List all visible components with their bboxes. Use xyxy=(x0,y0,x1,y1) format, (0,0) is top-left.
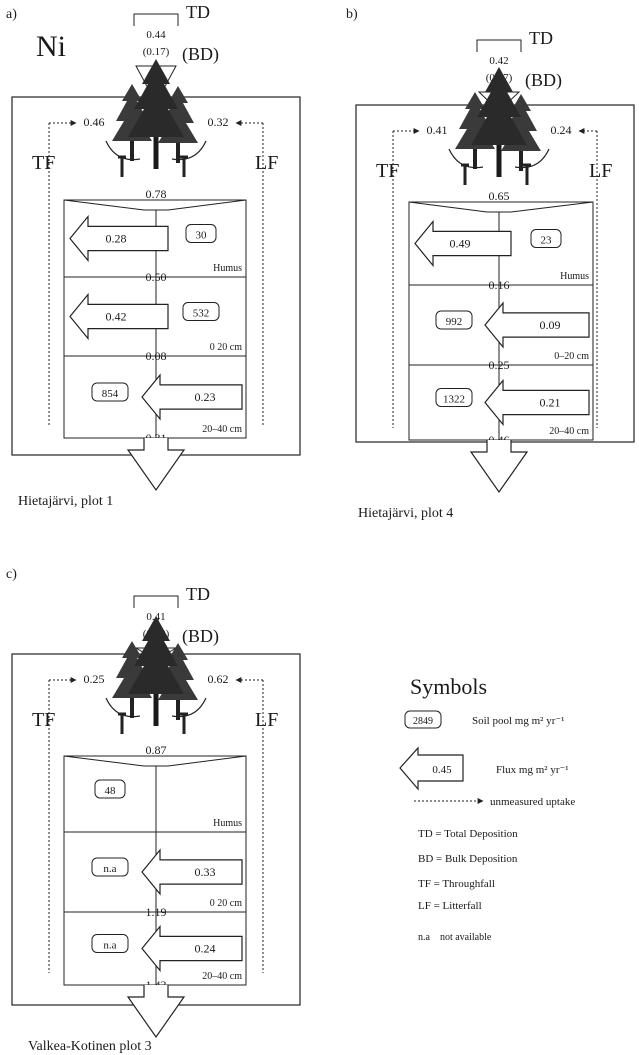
lf-label: LF xyxy=(255,709,278,731)
panel-label: c) xyxy=(6,567,17,582)
tf-value: 0.46 xyxy=(84,115,105,129)
tf-collector-icon xyxy=(118,157,126,177)
element-name: Ni xyxy=(36,30,66,63)
soil-pool-value: 992 xyxy=(446,316,463,328)
site-name: Valkea-Kotinen plot 3 xyxy=(28,1039,152,1054)
soil-pool-value: n.a xyxy=(103,863,116,875)
panel-label: a) xyxy=(6,7,17,22)
layer-name: 20–40 cm xyxy=(549,426,589,437)
flux-arrow xyxy=(485,303,589,347)
canopy-out-value: 0.78 xyxy=(146,187,167,201)
flux-value: 0.42 xyxy=(106,310,127,324)
canopy-funnel xyxy=(64,756,246,766)
flux-arrow xyxy=(142,375,242,419)
soil-pool-value: 532 xyxy=(193,308,210,320)
layer-name: 20–40 cm xyxy=(202,424,242,435)
legend-flux-value: 0.45 xyxy=(432,764,452,776)
diagram-a: a) TD 0.44 (0.17) (BD) TF LF 0.46 0.32 0.78 30 0.28… xyxy=(6,2,300,509)
flux-arrow xyxy=(142,850,242,894)
legend-def-tf: TF = Throughfall xyxy=(418,878,495,890)
legend-def-td: TD = Total Deposition xyxy=(418,828,518,840)
flux-value: 0.33 xyxy=(195,865,216,879)
td-value: 0.44 xyxy=(146,29,166,41)
soil-pool-value: 1322 xyxy=(443,394,465,406)
leaching-arrow xyxy=(128,438,184,490)
td-label: TD xyxy=(529,28,553,48)
layer-name: 0 20 cm xyxy=(210,342,242,353)
flux-value: 0.49 xyxy=(450,237,471,251)
td-value: 0.42 xyxy=(489,55,508,67)
soil-pool-value: n.a xyxy=(103,940,116,952)
bd-label: (BD) xyxy=(525,70,562,91)
site-name: Hietajärvi, plot 4 xyxy=(358,506,453,521)
legend-unmeasured-text: unmeasured uptake xyxy=(490,796,575,808)
canopy-funnel xyxy=(409,202,593,212)
flux-value: 0.24 xyxy=(195,942,216,956)
tf-label: TF xyxy=(32,152,55,174)
leaching-arrow xyxy=(128,985,184,1037)
bd-value: (0.17) xyxy=(143,46,170,58)
tf-label: TF xyxy=(32,709,55,731)
flux-arrow xyxy=(142,927,242,971)
flux-value: 0.21 xyxy=(540,396,561,410)
tf-value: 0.25 xyxy=(84,672,105,686)
td-label: TD xyxy=(186,584,210,604)
soil-pool-value: 48 xyxy=(105,785,117,797)
flux-value: 0.23 xyxy=(195,390,216,404)
legend-def-lf: LF = Litterfall xyxy=(418,900,482,912)
lf-value: 0.24 xyxy=(551,123,572,137)
td-bracket xyxy=(134,14,178,26)
layer-name: Humus xyxy=(213,818,242,829)
canopy-out-value: 0.65 xyxy=(489,189,510,203)
tf-label: TF xyxy=(376,160,399,182)
bd-label: (BD) xyxy=(182,44,219,65)
tf-value: 0.41 xyxy=(427,123,448,137)
lf-label: LF xyxy=(589,160,612,182)
lf-value: 0.32 xyxy=(208,115,229,129)
lf-value: 0.62 xyxy=(208,672,229,686)
bd-label: (BD) xyxy=(182,626,219,647)
legend-def-na: n.a not available xyxy=(418,932,492,943)
flux-value: 0.28 xyxy=(106,232,127,246)
soil-pool-value: 30 xyxy=(196,230,208,242)
td-bracket xyxy=(477,40,521,52)
tf-collector-icon xyxy=(461,165,469,185)
layer-name: 0–20 cm xyxy=(554,351,589,362)
layer-name: 0 20 cm xyxy=(210,898,242,909)
soil-pool-value: 854 xyxy=(102,388,119,400)
symbols-legend: Symbols 2849 Soil pool mg m² yr⁻¹ 0.45 F… xyxy=(400,674,575,943)
canopy-funnel xyxy=(64,200,246,210)
legend-pool-value: 2849 xyxy=(413,716,433,727)
legend-flux-text: Flux mg m² yr⁻¹ xyxy=(496,764,569,776)
site-name: Hietajärvi, plot 1 xyxy=(18,494,113,509)
td-label: TD xyxy=(186,2,210,22)
diagram-b: b)TD0.42(0.17)(BD)TFLF0.410.240.65230.49… xyxy=(346,7,634,521)
diagram-c: c)TD0.41(0.19)(BD)TFLF0.250.620.8748Humu… xyxy=(6,567,300,1054)
legend-title: Symbols xyxy=(410,674,487,699)
td-bracket xyxy=(134,596,178,608)
layer-name: Humus xyxy=(213,263,242,274)
tf-collector-icon xyxy=(118,714,126,734)
lf-label: LF xyxy=(255,152,278,174)
tree-canopy-icon xyxy=(112,59,198,169)
panel-label: b) xyxy=(346,7,358,22)
layer-name: 20–40 cm xyxy=(202,971,242,982)
soil-pool-value: 23 xyxy=(541,235,553,247)
legend-def-bd: BD = Bulk Deposition xyxy=(418,853,518,865)
flux-arrow xyxy=(485,381,589,425)
legend-pool-text: Soil pool mg m² yr⁻¹ xyxy=(472,715,564,727)
flux-value: 0.09 xyxy=(540,318,561,332)
canopy-out-value: 0.87 xyxy=(146,743,167,757)
leaching-arrow xyxy=(471,440,527,492)
layer-name: Humus xyxy=(560,271,589,282)
